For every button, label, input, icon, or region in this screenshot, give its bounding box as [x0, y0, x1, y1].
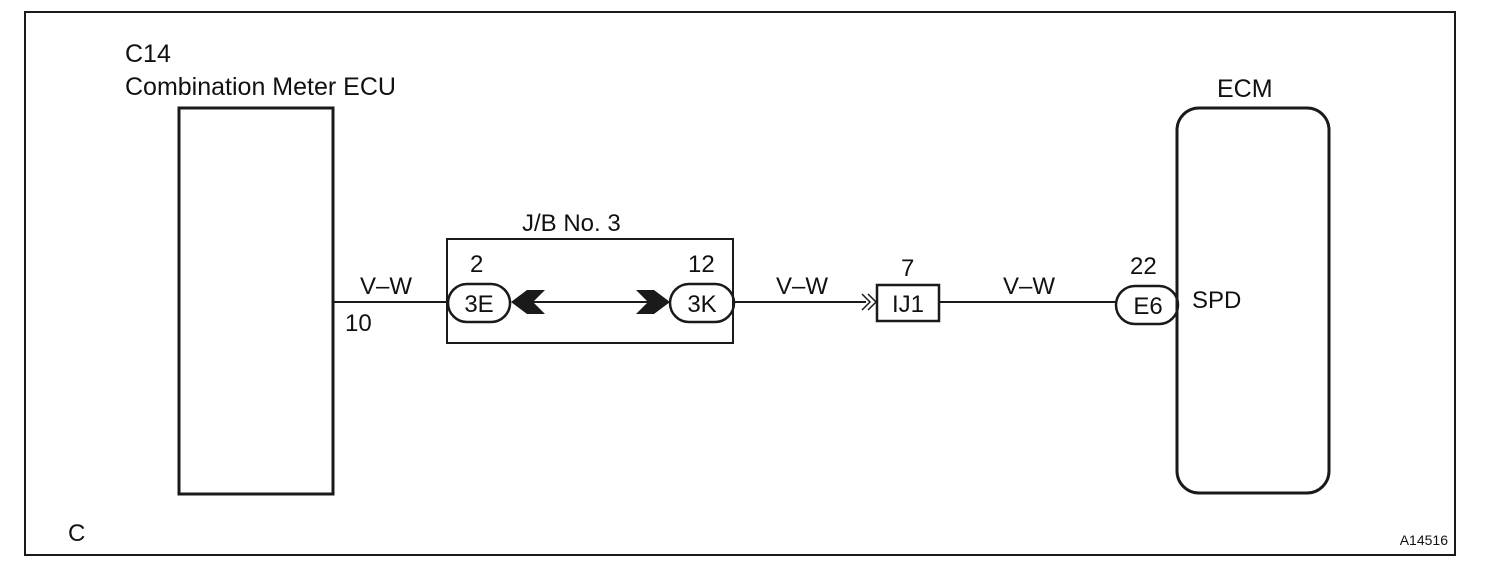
- ecm-name: ECM: [1217, 75, 1273, 103]
- junction-block-name: J/B No. 3: [522, 210, 621, 237]
- ij1-pin-number: 7: [901, 255, 914, 282]
- figure-id: A14516: [1400, 532, 1448, 548]
- ecm-pin-number: 22: [1130, 253, 1157, 280]
- connector-3e-label: 3E: [464, 291, 493, 318]
- meter-pin-number: 10: [345, 310, 372, 337]
- diagram-frame: [24, 11, 1456, 556]
- connector-e6: [1114, 284, 1180, 326]
- connector-3e: [446, 282, 512, 324]
- meter-code: C14: [125, 40, 171, 68]
- meter-ecu-box: [177, 106, 335, 496]
- connector-e6-label: E6: [1133, 293, 1162, 320]
- jb-right-pin-number: 12: [688, 251, 715, 278]
- corner-label: C: [68, 520, 85, 547]
- junction-block-box: [446, 238, 734, 344]
- meter-name: Combination Meter ECU: [125, 73, 396, 101]
- connector-3k-arrow-icon: [636, 290, 670, 314]
- connector-3e-arrow-icon: [511, 290, 545, 314]
- ecm-terminal-name: SPD: [1192, 287, 1241, 314]
- wire-2-color-code: V–W: [776, 273, 828, 300]
- ij1-label: IJ1: [892, 291, 924, 318]
- connector-3k-label: 3K: [687, 291, 716, 318]
- jb-left-pin-number: 2: [470, 251, 483, 278]
- wire-3-color-code: V–W: [1003, 273, 1055, 300]
- wire-1-color-code: V–W: [360, 273, 412, 300]
